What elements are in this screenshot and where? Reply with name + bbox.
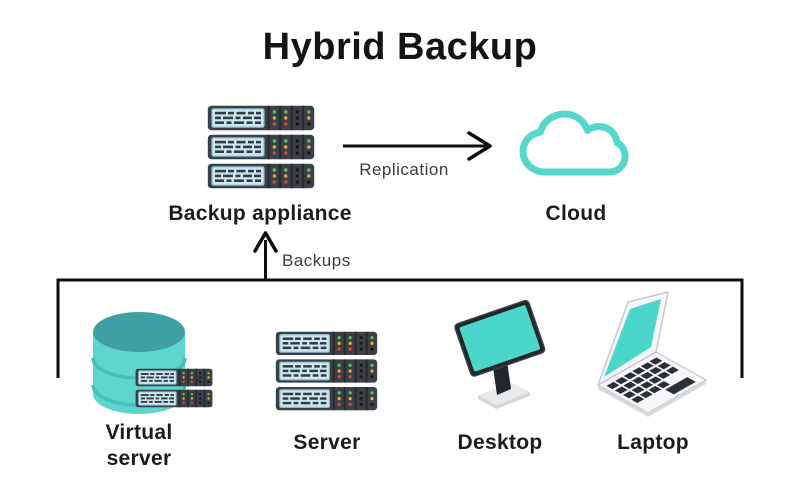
replication-label: Replication [359,160,449,179]
backup-appliance-icon [207,105,315,189]
cloud-icon [519,110,629,176]
laptop-label: Laptop [617,431,689,454]
laptop-icon [597,291,707,417]
page-title: Hybrid Backup [262,26,538,68]
desktop-icon [454,299,546,409]
devices-bracket [56,278,744,378]
backups-label: Backups [282,251,351,270]
server-label: Server [293,431,361,454]
server-icon [275,331,378,411]
backup-appliance-label: Backup appliance [168,202,352,225]
cloud-label: Cloud [545,202,607,225]
desktop-label: Desktop [457,431,543,454]
replication-arrow [343,131,492,161]
backups-arrow [253,231,278,280]
virtual-server-icon [91,312,213,414]
virtual-server-label: Virtual server [105,421,173,470]
